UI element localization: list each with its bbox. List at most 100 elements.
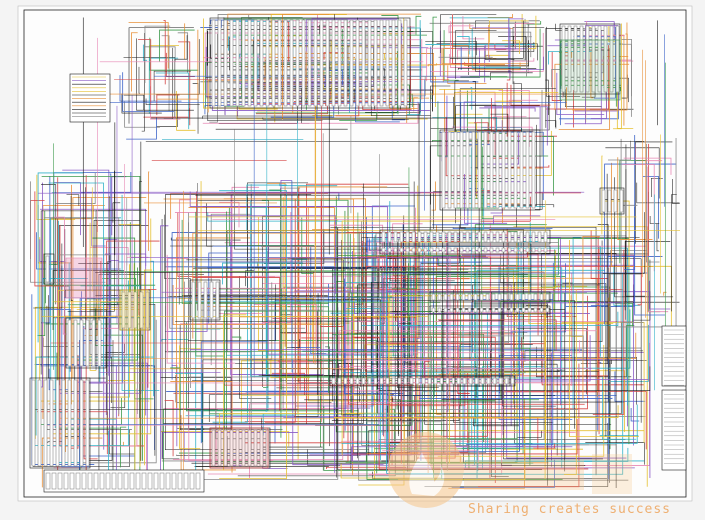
wire-path [510,84,551,106]
wire-path [64,289,124,298]
wire-path [633,259,651,321]
wire-path [372,471,607,479]
wire-path [480,250,556,289]
wire-path [450,21,478,68]
terminal-pin [411,247,416,253]
connector-block [439,129,541,211]
terminal-pin [525,131,530,209]
wire-path [604,163,677,325]
terminal-pin [373,19,378,107]
wire-path [138,66,140,94]
terminal-pin [85,379,90,467]
wire-path [307,449,341,466]
wire-path [546,26,581,97]
terminal-pin [117,472,123,490]
terminal-pin [405,231,410,243]
terminal-pin [435,247,440,253]
wire-path [630,408,640,422]
terminal-pin [503,293,508,301]
wire-path [121,93,162,114]
wire-path [349,321,635,363]
terminal-pin [423,231,428,243]
terminal-pin [567,25,572,93]
terminal-pin [465,247,470,253]
wire-path [162,432,298,458]
wire-path [512,18,526,61]
terminal-pin [367,377,372,385]
wire-path [301,217,314,274]
terminal-pin [495,231,500,243]
terminal-pin [211,429,216,467]
wire-path [121,194,160,391]
wire-path [297,186,388,413]
wire-path [391,278,418,290]
wire-path [41,184,57,305]
wire-path [260,197,284,362]
wire-path [605,147,660,199]
wire-path [473,418,520,427]
wire-path [219,284,288,479]
terminal-pin [483,247,488,253]
wire-path [493,116,527,121]
wire-path [565,290,635,307]
wire-path [502,310,556,407]
wire-path [472,27,511,79]
terminal-pin [603,25,608,93]
wire-path [333,405,619,418]
wire-path [513,226,648,487]
terminal-pin [49,379,54,467]
wire-path [228,207,315,246]
wire-path [530,332,637,359]
terminal-pin [492,377,497,385]
wire-path [389,93,418,109]
wire-path [452,14,479,64]
wire-path [378,356,637,405]
terminal-pin [471,231,476,243]
wire-path [510,263,566,333]
wire-path [488,20,529,43]
wire-path [378,444,589,470]
wire-path [348,362,585,405]
wire-path [39,208,147,416]
wire-path [569,239,639,438]
wire-path [109,173,112,359]
terminal-pin [543,231,548,243]
terminal-pin [343,19,348,107]
wire-path [250,206,267,376]
wire-path [240,394,375,480]
wire-path [646,143,660,263]
wire-path [163,183,364,424]
wire-path [337,255,461,407]
wire-path [611,162,654,267]
wire-path [219,190,287,324]
terminal-pin [79,379,84,467]
wire-path [207,30,323,122]
connector-block [29,377,91,469]
wire-path [272,261,388,319]
terminal-pin [462,377,467,385]
wire-path [346,263,409,335]
terminal-pin [393,247,398,253]
terminal-pin [355,19,360,107]
terminal-pin [489,131,494,209]
terminal-pin [189,472,195,490]
wire-path [364,242,560,372]
terminal-pin [235,19,240,107]
terminal-pin [477,247,482,253]
wire-path [207,212,389,222]
terminal-pin [403,19,408,107]
terminal-pin [477,231,482,243]
wire-path [118,224,141,467]
terminal-pin [501,231,506,243]
wire-path [128,27,194,124]
wire-path [171,232,394,380]
wire-path [196,191,235,304]
terminal-pin [443,307,448,313]
wire-path [34,306,136,439]
terminal-pin [191,281,196,319]
wire-path [438,258,519,267]
terminal-pin [449,307,454,313]
terminal-pin [85,319,90,367]
wire-path [672,179,680,204]
terminal-pin [349,19,354,107]
